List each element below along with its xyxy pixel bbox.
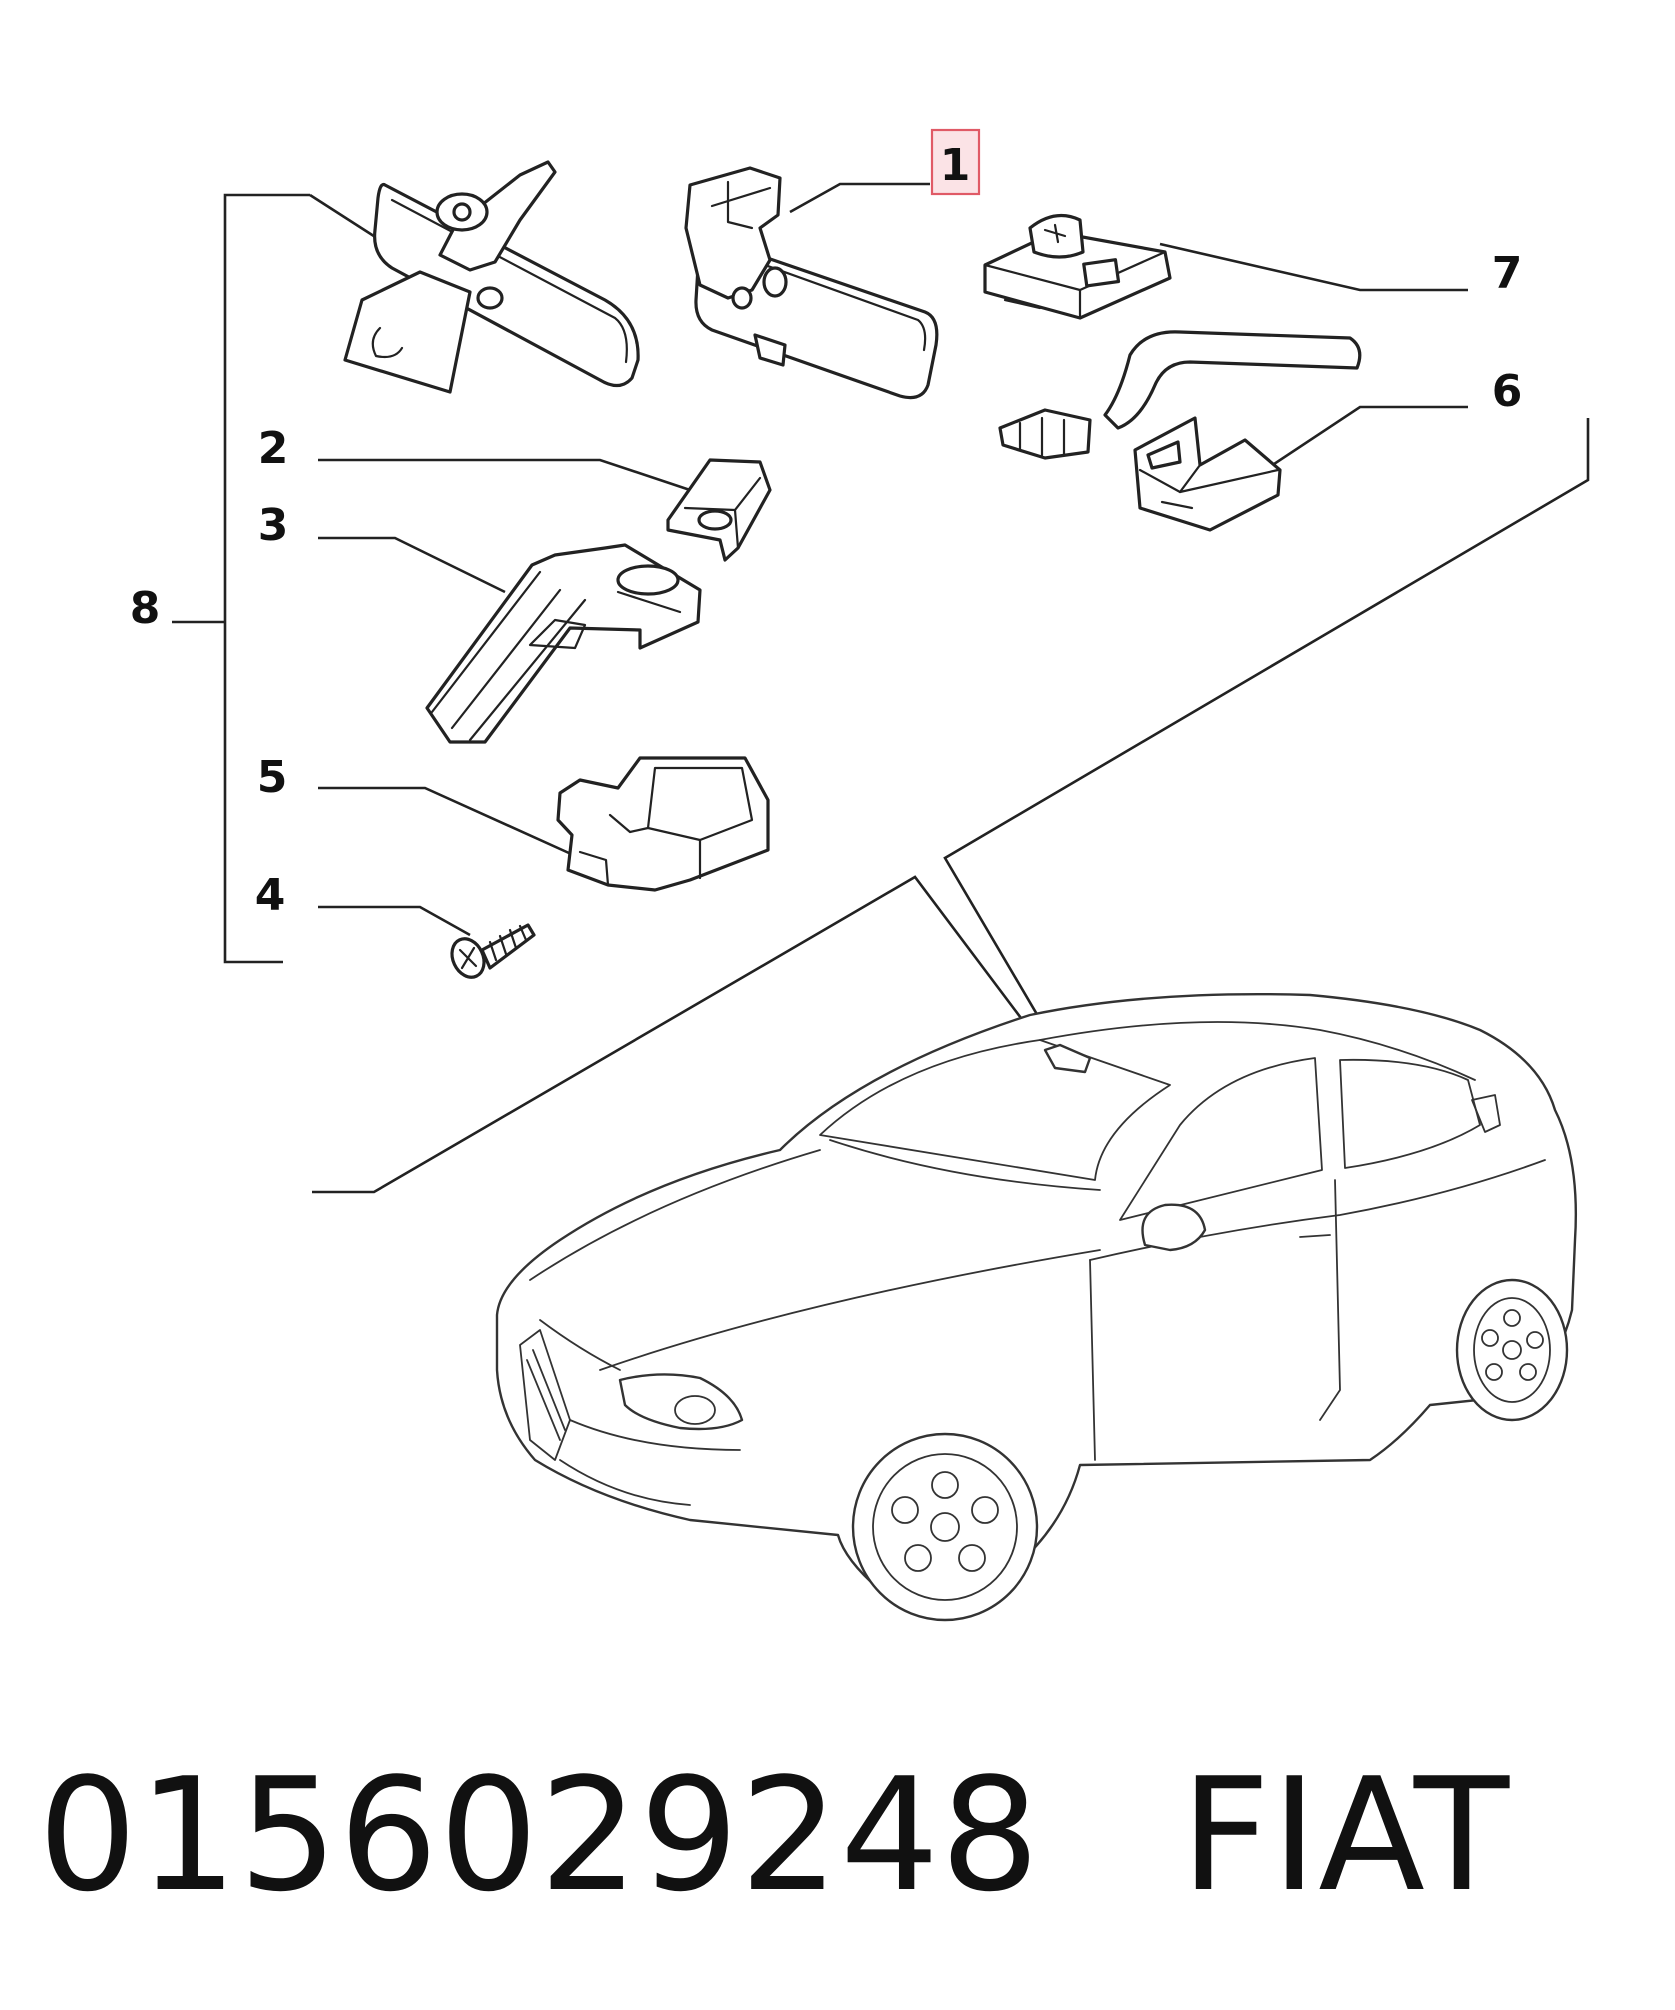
part-cable-connector [998,330,1362,460]
callout-6-label: 6 [1492,366,1523,417]
part-number-caption: 0156029248 FIAT [38,1744,1511,1926]
callout-7-label: 7 [1492,248,1523,299]
part-number: 0156029248 [38,1744,1041,1926]
callout-1-label: 1 [940,140,971,191]
part-4-screw [450,923,536,979]
part-7-switch-module [983,213,1172,320]
leader-lines [172,182,1590,1194]
part-2-small-clip [666,458,772,562]
callout-3-label: 3 [258,500,289,551]
callout-labels: 1 2 3 4 5 6 7 8 [130,140,1523,921]
callout-5-label: 5 [257,752,288,803]
callout-1-highlight-box [930,128,981,196]
part-5-housing [556,756,770,892]
part-3-long-bracket [425,543,702,744]
parts-diagram: 1 2 3 4 5 6 7 8 [130,128,1590,1622]
part-1-mirror [684,166,939,400]
callout-8-label: 8 [130,583,161,634]
car-outline [495,992,1578,1622]
part-8-mirror-assembly [343,160,640,394]
part-6-clip [1133,416,1282,532]
brand-name: FIAT [1180,1744,1511,1926]
callout-2-label: 2 [258,423,289,474]
callout-4-label: 4 [255,870,286,921]
